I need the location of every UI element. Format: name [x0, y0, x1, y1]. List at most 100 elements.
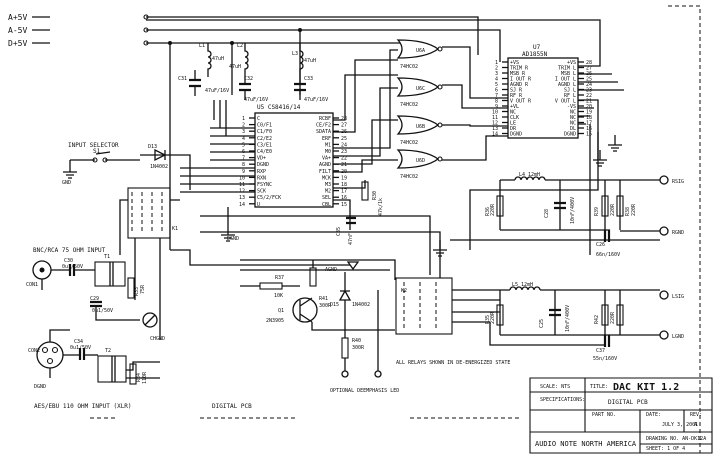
u7-right-pin-number: 15 [586, 132, 592, 138]
rev-value: A [694, 422, 697, 428]
d15-diode [338, 272, 352, 338]
u7-right-pin-name: DL [570, 126, 576, 132]
r38-label: R38 [625, 207, 631, 216]
u7-right-pin-name: TRIM L [558, 66, 576, 72]
u5-right-pin-name: SEL [322, 195, 331, 201]
u7-left-pin-name: RF R [510, 93, 523, 99]
u7-left-pin-number: 2 [495, 66, 498, 72]
relay-k2 [395, 277, 500, 335]
u7-left-pin-name: TRIM R [510, 66, 529, 72]
u5-right-pin-number: 15 [341, 202, 347, 208]
u5-right-pin-name: VA+ [322, 156, 331, 162]
sheet-no: SHEET: 1 OF 4 [646, 446, 685, 452]
title-block [529, 377, 713, 454]
xlr-connector[interactable] [36, 329, 80, 378]
s1-label: S1 [93, 148, 101, 155]
u5-left-pin-number: 9 [242, 169, 245, 175]
c29-value: 0u1/50V [92, 308, 113, 314]
nor-gate-name: U6A [416, 48, 425, 54]
u7-right-pin-number: 16 [586, 126, 592, 132]
r30-resistor [361, 181, 369, 201]
q1-transistor [292, 297, 318, 323]
u5-left-pin-number: 3 [242, 129, 245, 135]
u5-right-pin-name: CE/F2 [316, 123, 331, 129]
l4-value: 12mH [528, 172, 540, 178]
u7-left-pin-number: 11 [492, 115, 498, 121]
u7-right-pin-number: 24 [586, 82, 592, 88]
u5-left-pin-name: C4/E0 [257, 149, 272, 155]
d15-label: D15 [330, 302, 339, 308]
u5-left-pin-name: DGND [257, 162, 269, 168]
u5-left-pin-name: SCK [257, 189, 266, 195]
u7-part: AD1855N [522, 51, 548, 58]
r39-label: R39 [594, 207, 600, 216]
d13-label: D13 [148, 144, 157, 150]
u5-right-pin-name: M0 [325, 149, 331, 155]
u7-right-pin-name: RF L [564, 93, 576, 99]
r41-value: 300R [319, 303, 332, 309]
c29-label: C29 [90, 296, 99, 302]
r35-label: R35 [485, 315, 491, 324]
nor-gate-body [396, 77, 440, 97]
u5-left-pin-name: VD+ [257, 156, 266, 162]
c25-value: 10nF/400V [565, 305, 571, 332]
u5-right-pin-name: M3 [325, 182, 331, 188]
c28-value: 10nF/400V [570, 197, 576, 224]
r40-label: R40 [352, 338, 361, 344]
u7-left-pin-name: DGND [510, 132, 522, 138]
drawing-no: DRAWING NO. AN-DK12A [646, 436, 706, 442]
r41-resistor [309, 267, 317, 287]
con2-label: CON2 [28, 348, 40, 354]
u5-left-pin-number: 13 [239, 195, 245, 201]
company-name: AUDIO NOTE NORTH AMERICA [535, 440, 637, 448]
nor-gate-part: 74HC02 [400, 140, 418, 146]
c25-label: C25 [539, 319, 545, 328]
title-label: TITLE: [590, 384, 608, 390]
u5-left-pin-number: 10 [239, 175, 245, 181]
u7-right-pin-number: 18 [586, 115, 592, 121]
l2-label: L2 [237, 43, 243, 49]
lsig-label: LSIG [672, 294, 684, 300]
c32-label: C32 [244, 76, 253, 82]
title-text: DAC KIT 1.2 [613, 382, 679, 393]
u7-left-pin-number: 6 [495, 88, 498, 94]
date-label: DATE: [646, 412, 661, 418]
c28-label: C28 [544, 209, 550, 218]
c35-value: 47nF [348, 233, 354, 245]
r41-label: R41 [319, 296, 328, 302]
u7-left-pin-number: 3 [495, 71, 498, 77]
u5-left-pin-name: U [257, 202, 260, 208]
r36-label: R36 [485, 207, 491, 216]
u5-left-pin-number: 8 [242, 162, 245, 168]
bnc-connector[interactable] [32, 260, 70, 290]
u5-right-pin-name: RCBF [319, 116, 331, 122]
u7-right-pin-name: AGND L [558, 82, 576, 88]
u7-right-pin-name: NC [570, 121, 576, 127]
nor-gate-body [396, 115, 440, 135]
r30-label: R30 [372, 191, 378, 200]
output-terminals[interactable] [620, 175, 669, 340]
c26-value: 66n/160V [596, 252, 620, 258]
agnd-label: AGND [325, 267, 337, 273]
r33-resistor [127, 277, 135, 299]
r42-label: R42 [594, 315, 600, 324]
con1-label: CON1 [26, 282, 38, 288]
c37-label: C37 [596, 348, 605, 354]
relay-note: ALL RELAYS SHOWN IN DE-ENERGIZED STATE [396, 360, 510, 366]
u7-right-pin-number: 20 [586, 104, 592, 110]
u7-left-pin-number: 1 [495, 60, 498, 66]
r35-value: 220R [490, 311, 496, 324]
u7-left-pin-name: I OUT R [510, 77, 532, 83]
u5-right-pin-number: 23 [341, 149, 347, 155]
u7-left-pin-number: 10 [492, 110, 498, 116]
left-output-filter [489, 286, 660, 347]
c37-value: 55n/160V [593, 356, 617, 362]
input-selector-switch[interactable] [70, 151, 140, 163]
u5-right-pin-number: 18 [341, 182, 347, 188]
u7-left-pin-number: 13 [492, 126, 498, 132]
u7-right-pin-number: 21 [586, 99, 592, 105]
u7-right-pin-number: 28 [586, 60, 592, 66]
